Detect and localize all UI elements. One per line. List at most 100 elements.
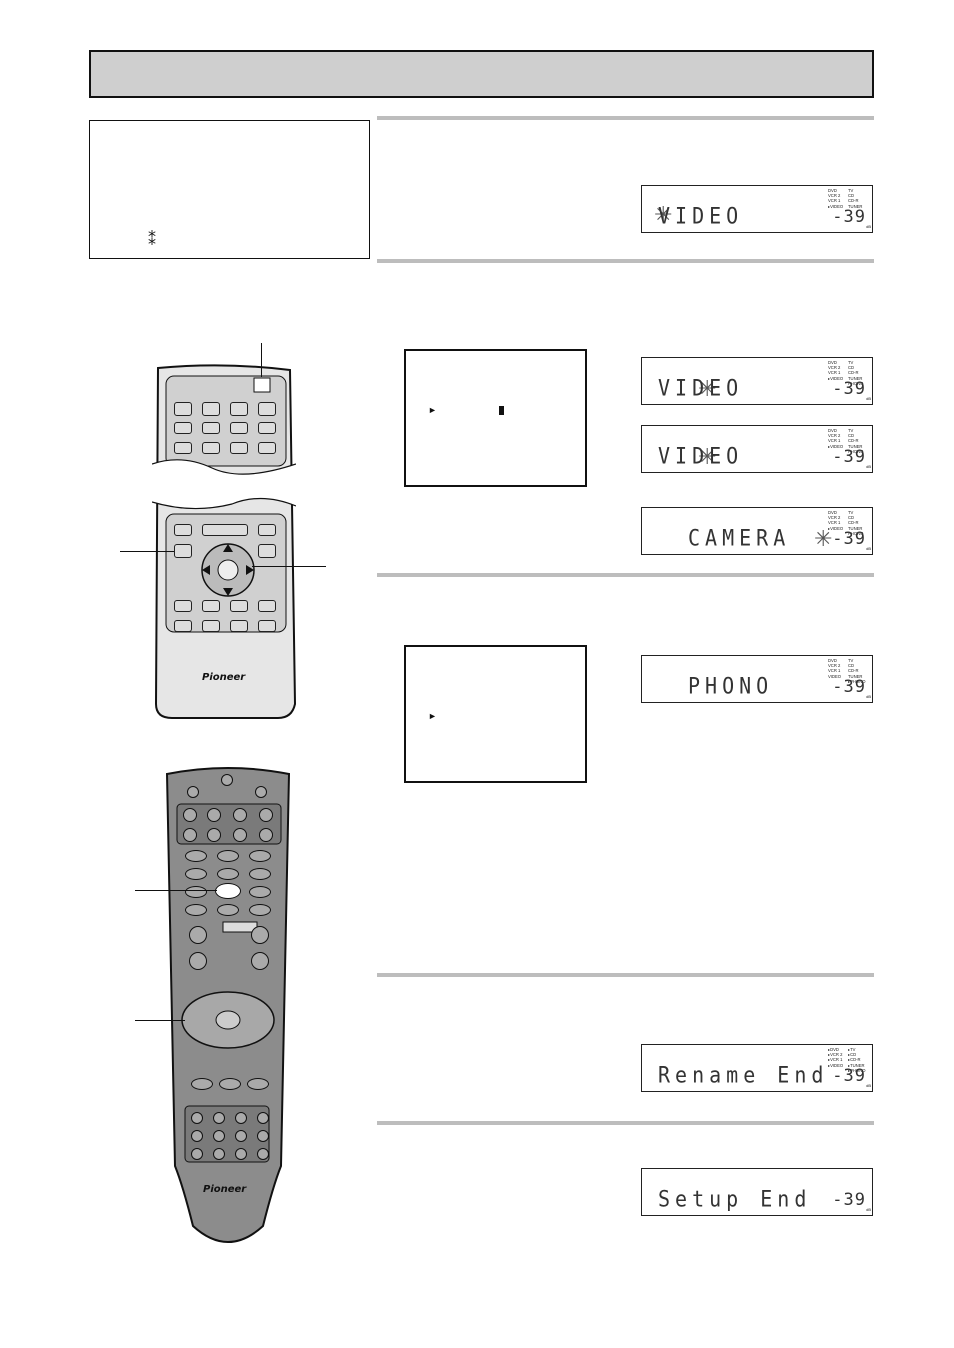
db-unit: dB bbox=[866, 546, 871, 551]
function-button[interactable] bbox=[217, 868, 239, 880]
function-button[interactable] bbox=[230, 600, 248, 612]
function-button[interactable] bbox=[174, 620, 192, 632]
number-button[interactable] bbox=[191, 1130, 203, 1142]
number-button[interactable] bbox=[191, 1148, 203, 1160]
function-button[interactable] bbox=[217, 904, 239, 916]
remote-button[interactable] bbox=[230, 402, 248, 416]
function-button[interactable] bbox=[174, 600, 192, 612]
input-button[interactable] bbox=[174, 422, 192, 434]
number-button[interactable] bbox=[257, 1112, 269, 1124]
function-button[interactable] bbox=[247, 1078, 269, 1090]
note-box bbox=[89, 120, 370, 259]
number-button[interactable] bbox=[213, 1148, 225, 1160]
input-button[interactable] bbox=[230, 422, 248, 434]
step-1-rule bbox=[377, 116, 874, 120]
input-button[interactable] bbox=[259, 808, 273, 822]
tv-screen-2: ► bbox=[404, 645, 587, 783]
remote-1-body-graphic bbox=[151, 364, 297, 719]
setup-button[interactable] bbox=[215, 883, 241, 899]
channel-up-button[interactable] bbox=[251, 926, 269, 944]
function-button[interactable] bbox=[249, 904, 271, 916]
channel-down-button[interactable] bbox=[251, 952, 269, 970]
function-button[interactable] bbox=[230, 620, 248, 632]
pioneer-logo: Pioneer bbox=[203, 1184, 247, 1195]
input-button[interactable] bbox=[183, 828, 197, 842]
input-button[interactable] bbox=[258, 442, 276, 454]
function-button[interactable] bbox=[185, 904, 207, 916]
input-indicators: ▸DVD▸VCR 2▸VCR 1▸VIDEO ▸TV▸CD▸CD-R▸TUNER… bbox=[828, 1047, 866, 1073]
function-button[interactable] bbox=[219, 1078, 241, 1090]
remote-2-body-graphic bbox=[165, 767, 291, 1243]
function-button[interactable] bbox=[185, 868, 207, 880]
input-button[interactable] bbox=[230, 442, 248, 454]
number-button[interactable] bbox=[235, 1148, 247, 1160]
flash-icon: ✳ bbox=[698, 376, 717, 401]
input-button[interactable] bbox=[202, 442, 220, 454]
volume-level: -39 bbox=[832, 1066, 866, 1086]
setup-button[interactable] bbox=[174, 544, 192, 558]
number-button[interactable] bbox=[257, 1148, 269, 1160]
function-button[interactable] bbox=[185, 850, 207, 862]
receiver-display-7: Setup End -39 dB bbox=[641, 1168, 873, 1216]
db-unit: dB bbox=[866, 396, 871, 401]
db-unit: dB bbox=[866, 1207, 871, 1212]
display-text: Setup End bbox=[658, 1185, 812, 1213]
number-button[interactable] bbox=[213, 1130, 225, 1142]
display-text: VIDEO bbox=[658, 202, 744, 230]
remote-button[interactable] bbox=[202, 402, 220, 416]
power-button[interactable] bbox=[255, 786, 267, 798]
function-button[interactable] bbox=[249, 850, 271, 862]
function-button[interactable] bbox=[217, 850, 239, 862]
input-button[interactable] bbox=[259, 828, 273, 842]
function-button[interactable] bbox=[258, 600, 276, 612]
input-button[interactable] bbox=[174, 442, 192, 454]
note-asterisk: ⁑ bbox=[148, 230, 156, 249]
function-button[interactable] bbox=[174, 524, 192, 536]
volume-level: -39 bbox=[832, 1190, 866, 1210]
display-text: CAMERA bbox=[688, 524, 791, 552]
receiver-display-6: Rename End ▸DVD▸VCR 2▸VCR 1▸VIDEO ▸TV▸CD… bbox=[641, 1044, 873, 1092]
function-button[interactable] bbox=[202, 600, 220, 612]
function-button[interactable] bbox=[249, 886, 271, 898]
input-button[interactable] bbox=[207, 828, 221, 842]
input-button[interactable] bbox=[183, 808, 197, 822]
power-button[interactable] bbox=[187, 786, 199, 798]
function-button[interactable] bbox=[258, 524, 276, 536]
power-button[interactable] bbox=[174, 402, 192, 416]
remote-control-1: Pioneer bbox=[151, 364, 297, 720]
step-2-rule bbox=[377, 259, 874, 263]
function-button[interactable] bbox=[185, 886, 207, 898]
step-3-rule bbox=[377, 573, 874, 577]
db-unit: dB bbox=[866, 224, 871, 229]
step-4-rule bbox=[377, 973, 874, 977]
number-button[interactable] bbox=[191, 1112, 203, 1124]
number-button[interactable] bbox=[213, 1112, 225, 1124]
volume-level: -39 bbox=[832, 207, 866, 227]
function-button[interactable] bbox=[258, 544, 276, 558]
number-button[interactable] bbox=[235, 1112, 247, 1124]
input-button[interactable] bbox=[233, 808, 247, 822]
volume-up-button[interactable] bbox=[189, 926, 207, 944]
number-button[interactable] bbox=[235, 1130, 247, 1142]
function-button[interactable] bbox=[258, 620, 276, 632]
function-button[interactable] bbox=[191, 1078, 213, 1090]
power-button[interactable] bbox=[258, 402, 276, 416]
volume-level: -39 bbox=[832, 677, 866, 697]
ir-indicator bbox=[221, 774, 233, 786]
volume-down-button[interactable] bbox=[189, 952, 207, 970]
function-button[interactable] bbox=[202, 620, 220, 632]
input-button[interactable] bbox=[258, 422, 276, 434]
function-button[interactable] bbox=[249, 868, 271, 880]
input-button[interactable] bbox=[207, 808, 221, 822]
number-button[interactable] bbox=[257, 1130, 269, 1142]
input-button[interactable] bbox=[202, 422, 220, 434]
input-button[interactable] bbox=[233, 828, 247, 842]
function-button[interactable] bbox=[202, 524, 248, 536]
